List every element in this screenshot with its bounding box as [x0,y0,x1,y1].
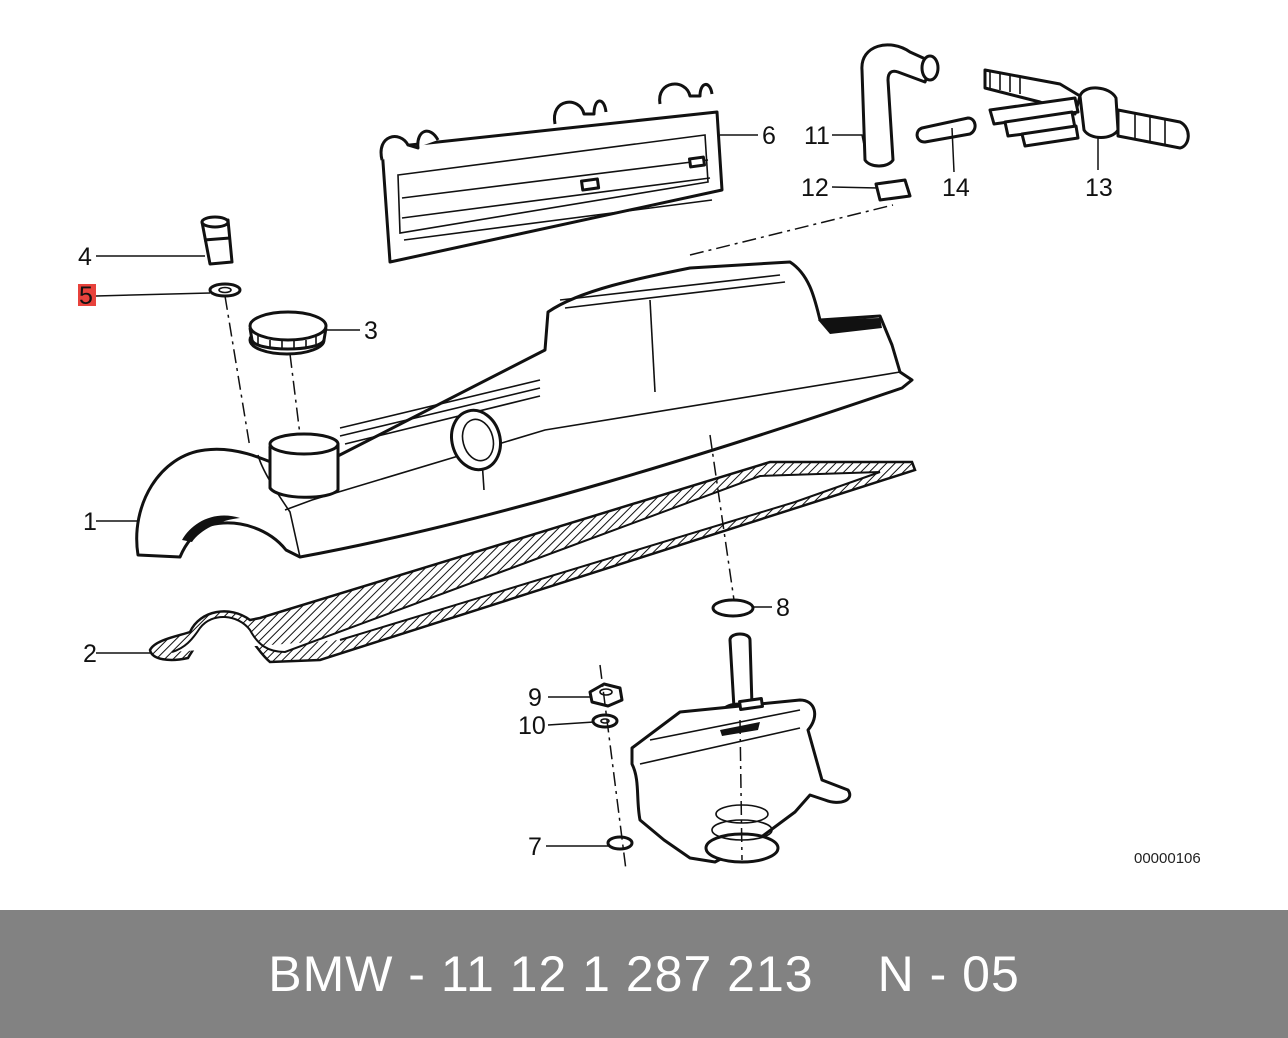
callout-14: 14 [942,174,970,202]
callout-3: 3 [364,317,378,345]
callout-5-highlight [78,284,96,306]
gasket-part [148,460,917,664]
small-washer-part [591,713,619,729]
part-number-footer: BMW - 11 12 1 287 213 N - 05 [0,910,1288,1038]
bolt-part [200,215,234,266]
valve-cover-part [135,260,914,559]
mounting-washer-part [606,835,634,851]
grommet-part [711,598,755,618]
callout-1: 1 [83,508,97,536]
callout-8: 8 [776,594,790,622]
cover-strip-part [379,82,724,264]
breather-hose-part [860,43,940,168]
callout-12: 12 [801,174,829,202]
callout-7: 7 [528,833,542,861]
assembly-lines [224,204,894,871]
callout-2: 2 [83,640,97,668]
tube-part [915,116,977,144]
callout-9: 9 [528,684,542,712]
drawing-number: 00000106 [1134,850,1201,867]
oil-filler-cap-part [248,310,328,356]
callouts: 1 2 3 4 5 6 7 8 9 10 11 12 13 14 [78,122,1113,861]
callout-11: 11 [804,122,830,150]
callout-4: 4 [78,243,92,271]
exploded-parts-diagram: 1 2 3 4 5 6 7 8 9 10 11 12 13 14 0000010… [78,43,1201,871]
hose-clamp-part [874,178,912,202]
callout-13: 13 [1085,174,1113,202]
nut-part [588,682,624,708]
leader-lines [95,127,1099,847]
callout-10: 10 [518,712,546,740]
connector-part [983,68,1190,150]
position-code-text: N - 05 [877,946,1020,1002]
callout-5: 5 [79,282,93,310]
washer-part [208,282,242,298]
part-number-text: BMW - 11 12 1 287 213 [268,946,814,1002]
callout-6: 6 [762,122,776,150]
